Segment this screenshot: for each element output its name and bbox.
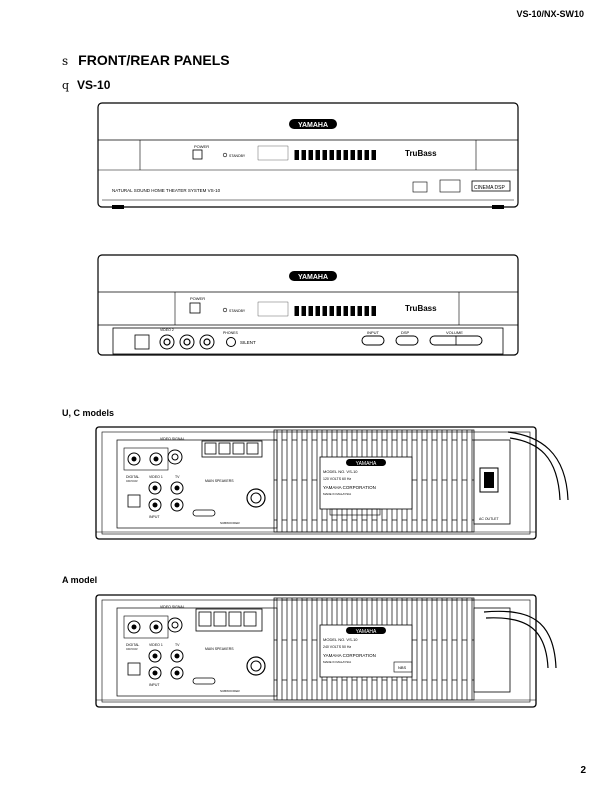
uc-digital-label: DIGITAL bbox=[126, 475, 139, 479]
uc-corporation: YAMAHA CORPORATION bbox=[323, 485, 376, 490]
a-opt-label: CD/VCR bbox=[126, 647, 138, 651]
a-input-label: INPUT bbox=[149, 683, 160, 687]
natural-sound-label: NATURAL SOUND HOME THEATER SYSTEM VS-10 bbox=[112, 188, 221, 193]
front-panel-open: YAMAHA POWER STANDBY TruBass VIDEO 2 PHO… bbox=[97, 254, 519, 356]
a-tv-label: TV bbox=[175, 643, 180, 647]
uc-tv-label: TV bbox=[175, 475, 180, 479]
uc-voltage: 120 VOLTS 60 Hz bbox=[323, 477, 351, 481]
volume-label: VOLUME bbox=[446, 330, 463, 335]
a-video-signal-label: VIDEO SIGNAL bbox=[160, 605, 185, 609]
dsp-button[interactable] bbox=[395, 335, 419, 346]
uc-power-cord bbox=[507, 431, 569, 501]
standby-label-2: STANDBY bbox=[229, 309, 246, 313]
a-optical-input[interactable] bbox=[127, 662, 141, 676]
standby-label: STANDBY bbox=[229, 154, 246, 158]
uc-video1-label: VIDEO 1 bbox=[149, 475, 163, 479]
subsection-title-text: VS-10 bbox=[77, 78, 111, 92]
subsection-bullet: q bbox=[62, 79, 70, 92]
trubass-logo: TruBass bbox=[405, 149, 437, 158]
uc-made-in: MADE IN MALAYSIA bbox=[323, 492, 351, 496]
uc-subwoofer-label: SUBWOOFER bbox=[220, 521, 241, 525]
uc-main-speakers-label: MAIN SPEAKERS bbox=[205, 479, 234, 483]
a-main-speakers-label: MAIN SPEAKERS bbox=[205, 647, 234, 651]
uc-opt-label: CD/VCR bbox=[126, 479, 138, 483]
label-uc-models: U, C models bbox=[62, 408, 115, 418]
uc-ac-outlet-label: AC OUTLET bbox=[479, 517, 500, 521]
trubass-logo-2: TruBass bbox=[405, 304, 437, 313]
a-corporation: YAMAHA CORPORATION bbox=[323, 653, 376, 658]
input-button[interactable] bbox=[361, 335, 385, 346]
front-optical-input[interactable] bbox=[134, 334, 150, 350]
a-made-in: MADE IN MALAYSIA bbox=[323, 660, 351, 664]
front-panel-closed: YAMAHA POWER STANDBY TruBass NATURAL SOU… bbox=[97, 102, 519, 209]
label-a-model: A model bbox=[62, 575, 98, 585]
a-voltage: 240 VOLTS 50 Hz bbox=[323, 645, 351, 649]
rear-panel-a: VIDEO SIGNAL DIGITAL CD/VCR VIDEO 1 TV I… bbox=[95, 594, 557, 708]
section-title-text: FRONT/REAR PANELS bbox=[78, 52, 230, 68]
front2-brand-logo: YAMAHA bbox=[298, 274, 328, 281]
uc-label-brand: YAMAHA bbox=[356, 461, 377, 467]
section-title: s FRONT/REAR PANELS bbox=[62, 52, 230, 68]
a-video1-label: VIDEO 1 bbox=[149, 643, 163, 647]
rear-panel-uc: VIDEO SIGNAL DIGITAL CD/VCR VIDEO 1 TV I… bbox=[95, 426, 569, 540]
display-segments-2 bbox=[293, 306, 377, 316]
front-power-label: POWER bbox=[194, 144, 209, 149]
a-digital-label: DIGITAL bbox=[126, 643, 139, 647]
front-brand-logo: YAMAHA bbox=[298, 122, 328, 129]
video2-label: VIDEO 2 bbox=[160, 328, 174, 332]
subsection-title: q VS-10 bbox=[62, 78, 110, 92]
page-number: 2 bbox=[580, 765, 586, 776]
a-label-brand: YAMAHA bbox=[356, 629, 377, 635]
phones-label: PHONES bbox=[223, 331, 238, 335]
dsp-label: DSP bbox=[401, 330, 410, 335]
silent-label: SILENT bbox=[240, 340, 256, 345]
a-nbs-mark: NBS bbox=[398, 665, 407, 670]
document-header-model: VS-10/NX-SW10 bbox=[516, 9, 584, 19]
uc-model-no: MODEL NO. VS-10 bbox=[323, 469, 358, 474]
cinema-dsp-logo: CINEMA DSP bbox=[474, 185, 506, 191]
a-power-cord bbox=[483, 610, 557, 669]
a-subwoofer-label: SUBWOOFER bbox=[220, 689, 241, 693]
uc-video-signal-label: VIDEO SIGNAL bbox=[160, 437, 185, 441]
front2-power-label: POWER bbox=[190, 296, 205, 301]
a-model-no: MODEL NO. VS-10 bbox=[323, 637, 358, 642]
display-segments bbox=[293, 150, 377, 160]
power-button-2[interactable] bbox=[189, 302, 201, 314]
standby-indicator bbox=[222, 152, 228, 158]
phones-jack[interactable] bbox=[226, 337, 236, 347]
uc-input-label: INPUT bbox=[149, 515, 160, 519]
uc-optical-input[interactable] bbox=[127, 494, 141, 508]
section-bullet: s bbox=[62, 54, 69, 68]
input-label: INPUT bbox=[367, 330, 380, 335]
power-button[interactable] bbox=[192, 149, 203, 160]
